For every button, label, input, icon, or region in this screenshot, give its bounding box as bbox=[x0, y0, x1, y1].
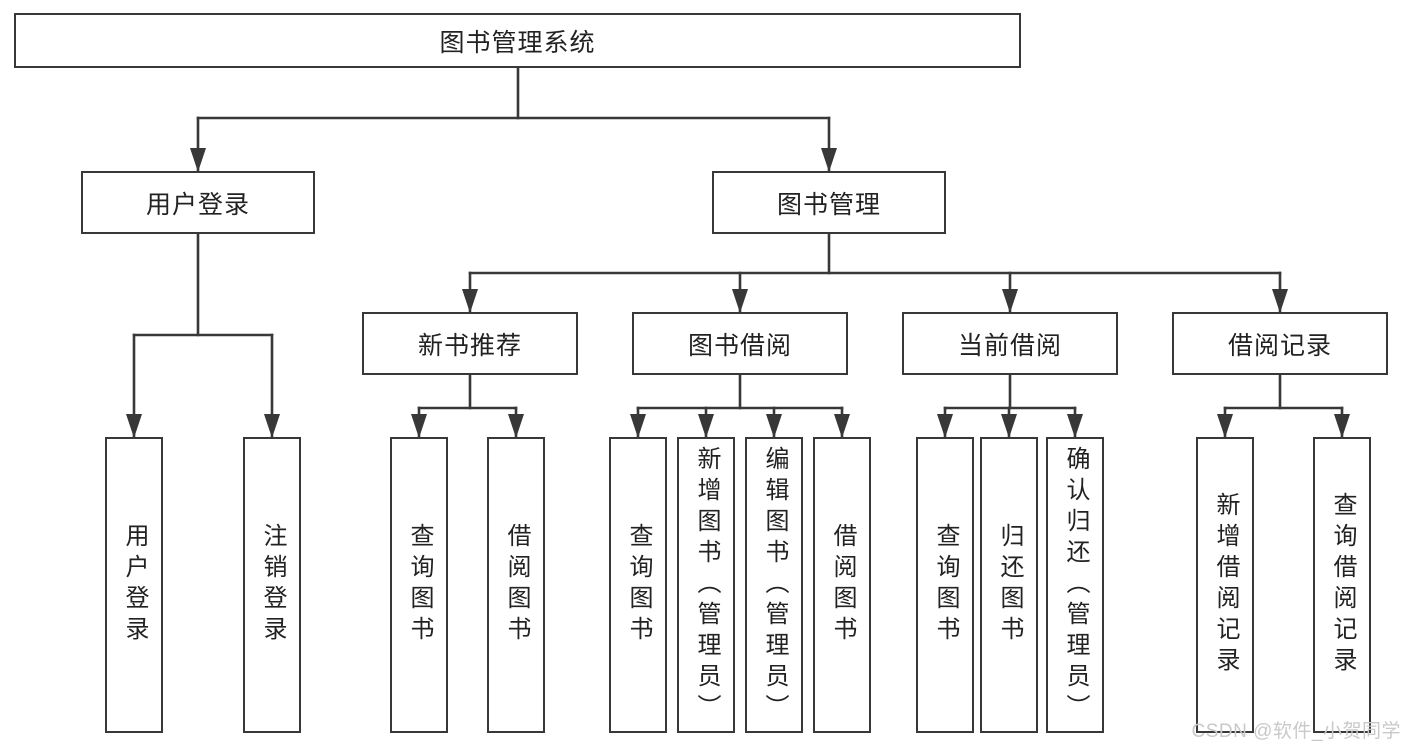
node-new-book-recommend-label: 新书推荐 bbox=[417, 331, 522, 360]
leaf-borrow-edit-books-admin: 编辑图书（管理员） bbox=[745, 437, 803, 733]
node-user-login-label: 用户登录 bbox=[145, 190, 250, 219]
node-borrow-records-label: 借阅记录 bbox=[1227, 331, 1332, 360]
leaf-current-query-books: 查询图书 bbox=[916, 437, 974, 733]
leaf-logout: 注销登录 bbox=[243, 437, 301, 733]
node-root-label: 图书管理系统 bbox=[439, 28, 596, 57]
leaf-current-query-books-label: 查询图书 bbox=[932, 523, 959, 647]
leaf-user-login-label: 用户登录 bbox=[121, 523, 148, 647]
leaf-borrow-borrow-books: 借阅图书 bbox=[813, 437, 871, 733]
leaf-records-query-record-label: 查询借阅记录 bbox=[1329, 492, 1356, 678]
leaf-borrow-borrow-books-label: 借阅图书 bbox=[829, 523, 856, 647]
leaf-logout-label: 注销登录 bbox=[259, 523, 286, 647]
node-book-management-label: 图书管理 bbox=[776, 190, 881, 219]
leaf-borrow-query-books: 查询图书 bbox=[609, 437, 667, 733]
node-book-borrow: 图书借阅 bbox=[632, 312, 848, 375]
node-current-borrow: 当前借阅 bbox=[902, 312, 1118, 375]
leaf-newbook-borrow-books: 借阅图书 bbox=[487, 437, 545, 733]
leaf-records-add-record: 新增借阅记录 bbox=[1196, 437, 1254, 733]
leaf-newbook-borrow-books-label: 借阅图书 bbox=[503, 523, 530, 647]
node-user-login: 用户登录 bbox=[81, 171, 315, 234]
csdn-watermark: CSDN @软件_小贺同学 bbox=[1191, 721, 1401, 742]
node-new-book-recommend: 新书推荐 bbox=[362, 312, 578, 375]
leaf-newbook-query-books: 查询图书 bbox=[390, 437, 448, 733]
node-book-borrow-label: 图书借阅 bbox=[687, 331, 792, 360]
leaf-current-confirm-return-admin: 确认归还（管理员） bbox=[1046, 437, 1104, 733]
node-book-management: 图书管理 bbox=[712, 171, 946, 234]
leaf-newbook-query-books-label: 查询图书 bbox=[406, 523, 433, 647]
leaf-records-query-record: 查询借阅记录 bbox=[1313, 437, 1371, 733]
node-current-borrow-label: 当前借阅 bbox=[957, 331, 1062, 360]
leaf-current-confirm-return-admin-label: 确认归还（管理员） bbox=[1062, 445, 1089, 725]
leaf-current-return-books: 归还图书 bbox=[980, 437, 1038, 733]
leaf-records-add-record-label: 新增借阅记录 bbox=[1212, 492, 1239, 678]
leaf-borrow-query-books-label: 查询图书 bbox=[625, 523, 652, 647]
leaf-borrow-add-books-admin-label: 新增图书（管理员） bbox=[693, 445, 720, 725]
leaf-user-login: 用户登录 bbox=[105, 437, 163, 733]
leaf-current-return-books-label: 归还图书 bbox=[996, 523, 1023, 647]
node-root: 图书管理系统 bbox=[14, 13, 1021, 68]
node-borrow-records: 借阅记录 bbox=[1172, 312, 1388, 375]
leaf-borrow-edit-books-admin-label: 编辑图书（管理员） bbox=[761, 445, 788, 725]
leaf-borrow-add-books-admin: 新增图书（管理员） bbox=[677, 437, 735, 733]
